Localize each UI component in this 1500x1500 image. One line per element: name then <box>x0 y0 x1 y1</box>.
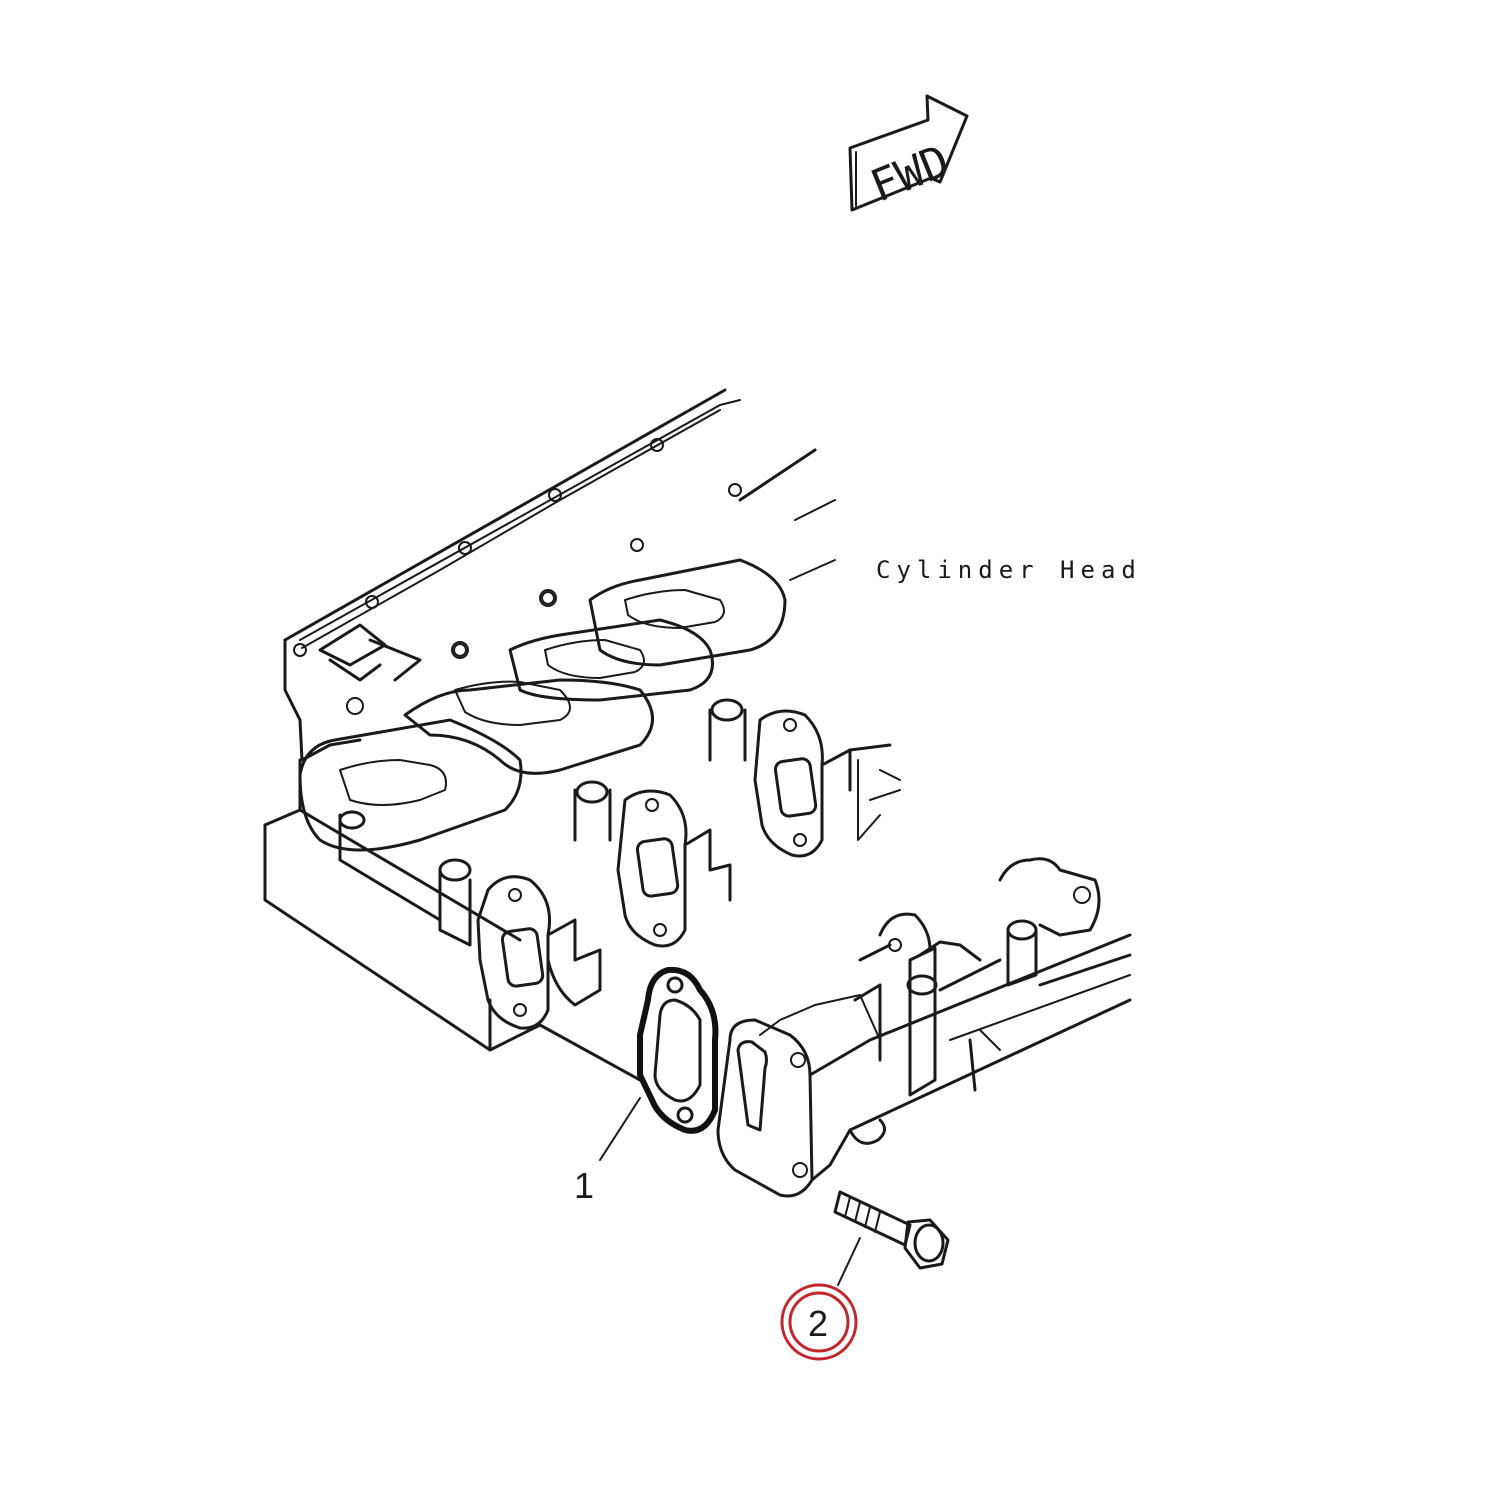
fwd-marker: FWD <box>848 94 969 213</box>
leader-line-1 <box>599 1097 641 1161</box>
exhaust-manifold <box>716 857 1132 1198</box>
callout-2-label: 2 <box>808 1303 828 1344</box>
fwd-label: FWD <box>864 136 957 213</box>
callout-2: 2 <box>780 1283 858 1361</box>
leader-line-2 <box>837 1237 861 1286</box>
gasket-part-1 <box>599 966 719 1161</box>
callout-1-label: 1 <box>574 1165 594 1206</box>
cylinder-head <box>263 388 901 1082</box>
bolt-part-2 <box>833 1190 950 1286</box>
cylinder-head-label: Cylinder Head <box>876 556 1142 584</box>
callout-2-highlight <box>780 1283 858 1361</box>
